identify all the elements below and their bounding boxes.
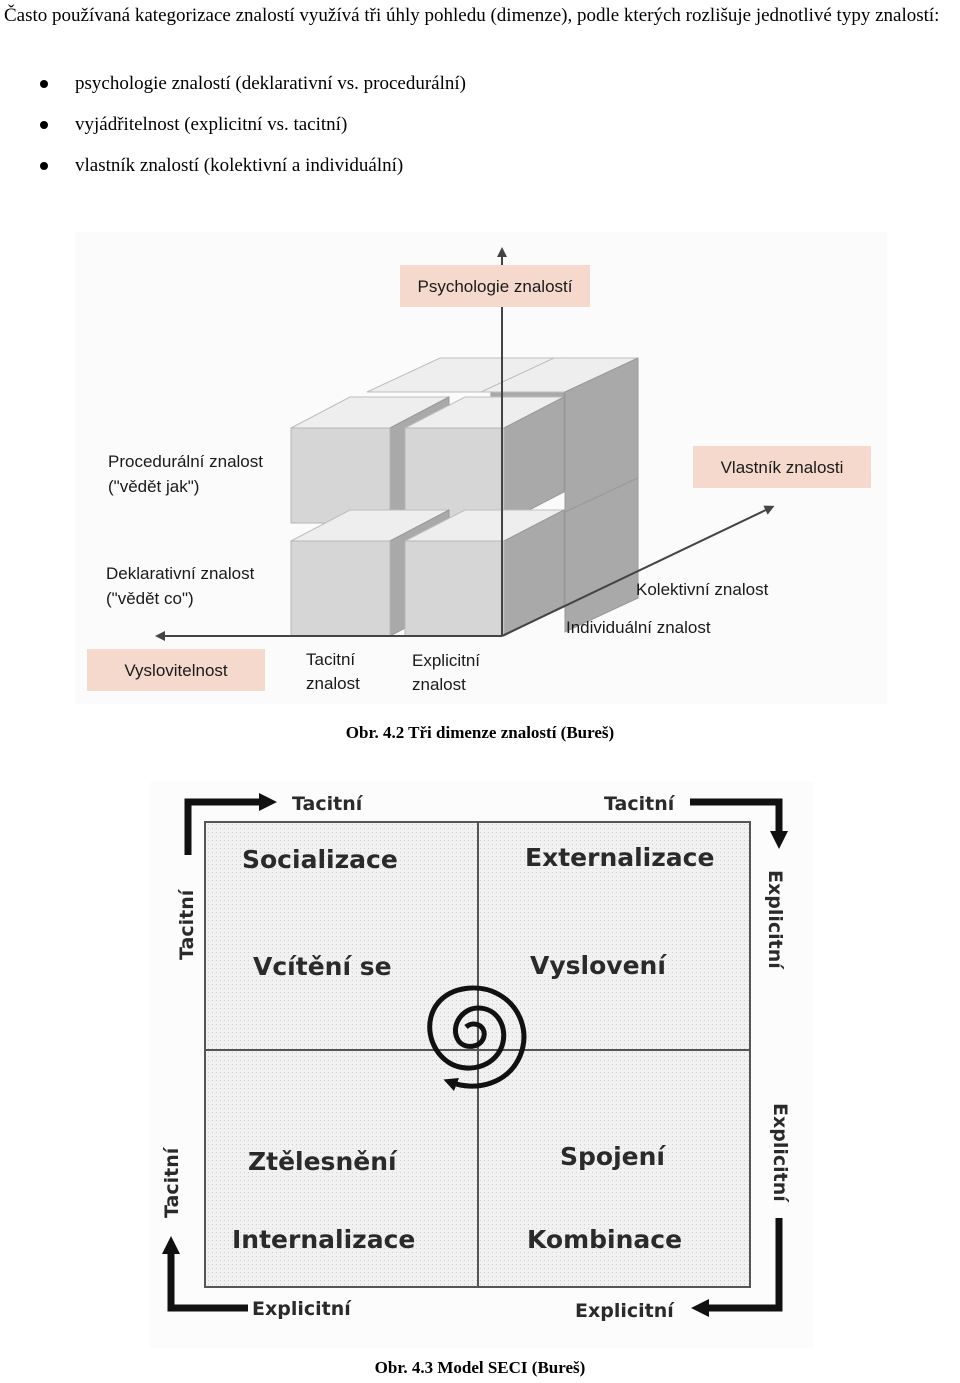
vyslovitelnost-label-box [87, 649, 265, 691]
arrow-top-left [184, 793, 277, 855]
arrow-top-right [690, 798, 788, 849]
bullet-icon [40, 121, 48, 129]
explicitni-label-line2: znalost [412, 675, 466, 694]
figure1-caption: Obr. 4.2 Tři dimenze znalostí (Bureš) [345, 723, 615, 742]
list-item-text: psychologie znalostí (deklarativní vs. p… [75, 73, 466, 94]
intro-paragraph: Často používaná kategorizace znalostí vy… [4, 5, 940, 26]
arrow-bottom-left [162, 1236, 248, 1312]
quadrant-externalizace-sub: Vyslovení [530, 951, 667, 980]
dimension-list: psychologie znalostí (deklarativní vs. p… [0, 70, 466, 193]
kolektivni-label: Kolektivní znalost [636, 580, 769, 599]
edge-label-top-right: Tacitní [604, 793, 676, 815]
vlastnik-label: Vlastník znalosti [721, 458, 844, 477]
list-item-text: vlastník znalostí (kolektivní a individu… [75, 155, 404, 176]
deklarativni-label-line1: Deklarativní znalost [106, 564, 255, 583]
cube-block [404, 509, 565, 637]
cube-block [564, 477, 639, 633]
edge-label-top-left: Tacitní [292, 793, 364, 815]
bullet-icon [40, 162, 48, 170]
bullet-icon [40, 80, 48, 88]
quadrant-internalizace-sub: Ztělesnění [248, 1147, 398, 1176]
seci-model-figure: Tacitní Tacitní Explicitní Explicitní Ta… [150, 782, 814, 1348]
edge-label-left-upper: Tacitní [176, 888, 198, 960]
depth-axis [501, 505, 775, 637]
edge-label-left-lower: Tacitní [161, 1146, 183, 1218]
edge-label-right-upper: Explicitní [764, 870, 786, 970]
list-item: vlastník znalostí (kolektivní a individu… [0, 152, 466, 193]
quadrant-socializace-sub: Vcítění se [253, 952, 392, 981]
deklarativni-label-line2: ("vědět co") [106, 589, 194, 608]
explicitni-label-line1: Explicitní [412, 651, 480, 670]
spiral-icon [427, 985, 527, 1092]
arrow-bottom-right [691, 1218, 783, 1317]
edge-label-bottom-left: Explicitní [252, 1298, 352, 1320]
edge-label-bottom-right: Explicitní [575, 1300, 675, 1322]
quadrant-kombinace-sub: Spojení [560, 1142, 666, 1171]
vyslovitelnost-label: Vyslovitelnost [124, 661, 228, 680]
quadrant-externalizace-title: Externalizace [525, 843, 714, 872]
figure2-caption: Obr. 4.3 Model SECI (Bureš) [374, 1358, 586, 1377]
tacitni-label-line2: znalost [306, 674, 360, 693]
quadrant-internalizace-title: Internalizace [232, 1225, 415, 1254]
tacitni-label-line1: Tacitní [306, 650, 355, 669]
knowledge-dimensions-figure: Psychologie znalostí Vlastník znalosti V… [75, 232, 887, 704]
quadrant-kombinace-title: Kombinace [527, 1225, 682, 1254]
individualni-label: Individuální znalost [566, 618, 711, 637]
list-item-text: vyjádřitelnost (explicitní vs. tacitní) [75, 114, 348, 135]
psychologie-label-box [400, 265, 590, 307]
list-item: psychologie znalostí (deklarativní vs. p… [0, 70, 466, 111]
list-item: vyjádřitelnost (explicitní vs. tacitní) [0, 111, 466, 152]
cube-block [404, 396, 565, 524]
procedural-label-line1: Procedurální znalost [108, 452, 263, 471]
quadrant-socializace-title: Socializace [242, 845, 398, 874]
procedural-label-line2: ("vědět jak") [108, 477, 199, 496]
edge-label-right-lower: Explicitní [769, 1103, 791, 1203]
psychologie-label: Psychologie znalostí [418, 277, 573, 296]
vlastnik-label-box [693, 446, 871, 488]
